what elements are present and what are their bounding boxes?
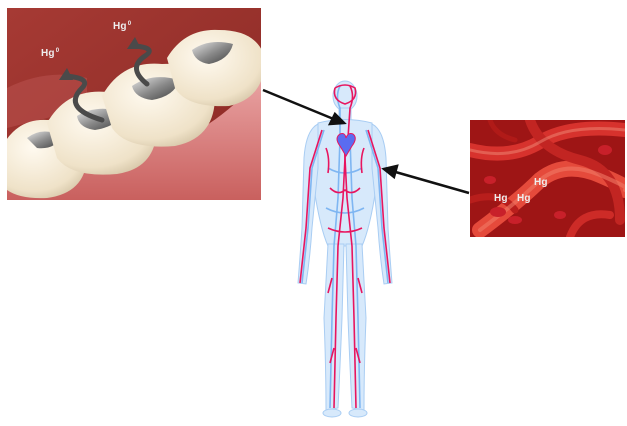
arrowhead-blood	[384, 166, 397, 177]
arrowhead-teeth	[330, 114, 344, 124]
arrow-blood-to-chest	[392, 171, 469, 193]
arrow-teeth-to-head	[263, 90, 336, 120]
